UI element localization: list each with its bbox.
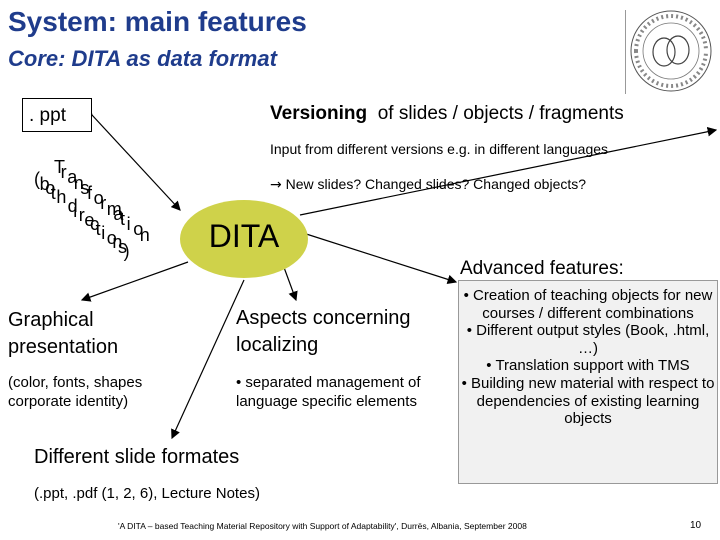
transformation-char: e: [84, 209, 95, 230]
transformation-char: i: [126, 214, 131, 235]
transformation-char: n: [73, 172, 84, 193]
versioning-rest: of slides / objects / fragments: [367, 103, 624, 124]
advanced-item: • Translation support with TMS: [486, 357, 690, 375]
advanced-item: • Different output styles (Book, .html, …: [466, 322, 710, 357]
arrow-ppt-to-dita: [82, 105, 181, 211]
new-slides-question: New slides? Changed slides? Changed obje…: [281, 176, 587, 192]
page-number: 10: [690, 520, 702, 531]
transformation-char: n: [112, 232, 123, 252]
footer-citation: 'A DITA – based Teaching Material Reposi…: [118, 521, 527, 531]
arrow-dita-to-formates: [171, 279, 245, 440]
versioning-heading: Versioning of slides / objects / fragmen…: [270, 103, 624, 125]
graphical-presentation-heading: Graphical presentation: [8, 309, 119, 358]
advanced-item: • Building new material with respect to …: [461, 374, 715, 428]
transformation-char: a: [113, 203, 124, 224]
slide-title: System: main features: [8, 6, 307, 37]
advanced-features-title: Advanced features:: [460, 258, 624, 279]
advanced-features-box: [458, 280, 718, 484]
transformation-char: t: [95, 218, 101, 239]
transformation-char: s: [118, 236, 127, 257]
advanced-features-list: • Creation of teaching objects for new c…: [460, 287, 716, 428]
transformation-char: f: [87, 183, 93, 203]
ppt-format-box: . ppt: [22, 98, 92, 132]
transformation-char: (: [34, 169, 40, 189]
localizing-heading: Aspects concerning localizing: [236, 307, 411, 356]
slide-formates-heading: Different slide formates: [34, 446, 240, 468]
transformation-char: o: [133, 219, 144, 240]
transformation-char: b: [39, 173, 50, 194]
dita-label: DITA: [208, 218, 280, 254]
new-slides-text: → New slides? Changed slides? Changed ob…: [270, 176, 586, 193]
transformation-char: r: [60, 162, 67, 183]
transformation-char: d: [67, 196, 78, 216]
right-arrow-icon: →: [270, 177, 282, 193]
transformation-char: h: [56, 187, 67, 207]
transformation-char: i: [73, 200, 78, 221]
transformation-char: t: [50, 182, 56, 203]
slide-formates-detail: (.ppt, .pdf (1, 2, 6), Lecture Notes): [34, 485, 260, 502]
arrow-dita-to-versioning-up: [299, 126, 718, 216]
transformation-char: r: [78, 205, 85, 225]
arrow-dita-to-advanced: [299, 231, 458, 285]
arrow-dita-to-graphical: [80, 261, 189, 302]
transformation-char: m: [106, 198, 122, 219]
transformation-char: n: [139, 224, 150, 245]
logo-divider: [625, 10, 626, 94]
transformation-char: ): [123, 241, 130, 261]
transformation-char: i: [101, 223, 106, 243]
graphical-presentation-detail: (color, fonts, shapes corporate identity…: [8, 374, 143, 410]
transformation-char: T: [54, 157, 65, 177]
localizing-detail: • separated management of language speci…: [236, 374, 421, 410]
dita-ellipse: [180, 200, 308, 278]
slide-subtitle: Core: DITA as data format: [8, 46, 277, 71]
transformation-char: o: [45, 178, 56, 198]
transformation-char: s: [80, 177, 90, 198]
transformation-char: o: [106, 227, 117, 248]
transformation-char: o: [93, 188, 104, 209]
university-seal-logo: [630, 10, 712, 92]
transformation-char: c: [90, 214, 99, 234]
input-versions-text: Input from different versions e.g. in di…: [270, 141, 609, 157]
transformation-char: r: [100, 193, 107, 214]
versioning-bold: Versioning: [270, 103, 368, 124]
transformation-char: a: [67, 167, 78, 188]
transformation-char: t: [120, 209, 126, 229]
advanced-item: • Creation of teaching objects for new c…: [463, 287, 713, 322]
